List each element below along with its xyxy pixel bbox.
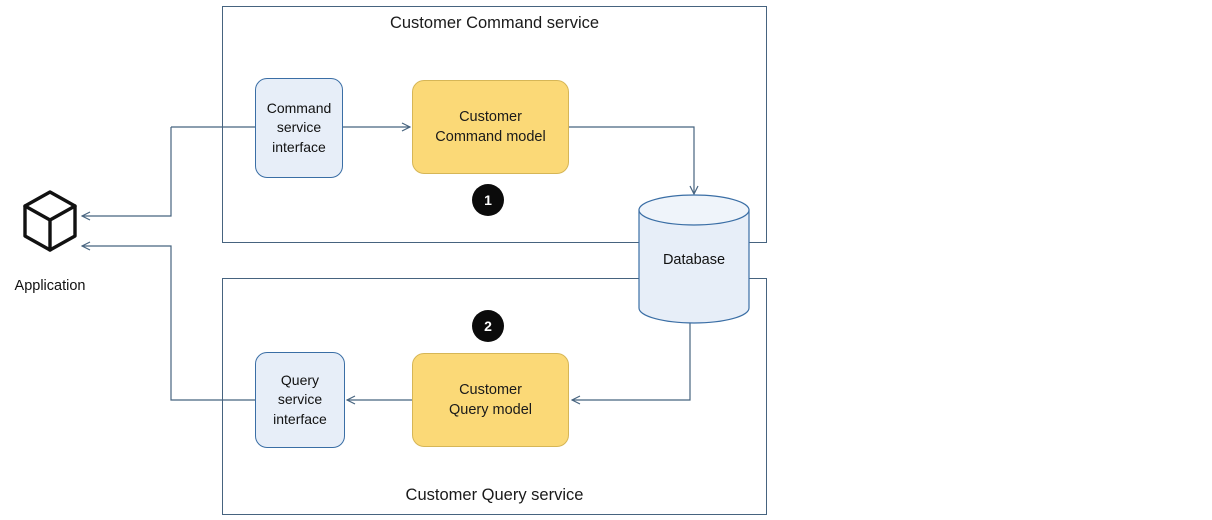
query-service-interface-box[interactable]: Query service interface	[255, 352, 345, 448]
database-cylinder-icon	[638, 194, 750, 324]
query-service-title: Customer Query service	[405, 486, 584, 504]
command-service-container	[222, 6, 767, 243]
step-badge-1: 1	[472, 184, 504, 216]
arrow-command-model-to-database	[568, 126, 694, 194]
database-node[interactable]	[638, 194, 750, 324]
command-service-interface-box[interactable]: Command service interface	[255, 78, 343, 178]
customer-query-model-box[interactable]: Customer Query model	[412, 353, 569, 447]
application-label: Application	[14, 278, 86, 294]
customer-query-model-label: Customer Query model	[448, 382, 532, 418]
step-badge-2: 2	[472, 310, 504, 342]
query-service-container	[222, 278, 767, 515]
arrow-database-to-query-model	[572, 323, 691, 400]
customer-command-model-box[interactable]: Customer Command model	[412, 80, 569, 174]
cube-3d-icon	[23, 190, 77, 252]
arrow-command-path-to-application	[82, 127, 172, 216]
customer-command-model-label: Customer Command model	[435, 109, 546, 145]
arrow-query-interface-to-application	[82, 246, 255, 401]
query-service-interface-label: Query service interface	[273, 371, 327, 427]
command-service-title: Customer Command service	[389, 14, 600, 32]
command-service-interface-label: Command service interface	[266, 99, 332, 155]
application-node[interactable]	[20, 188, 80, 258]
